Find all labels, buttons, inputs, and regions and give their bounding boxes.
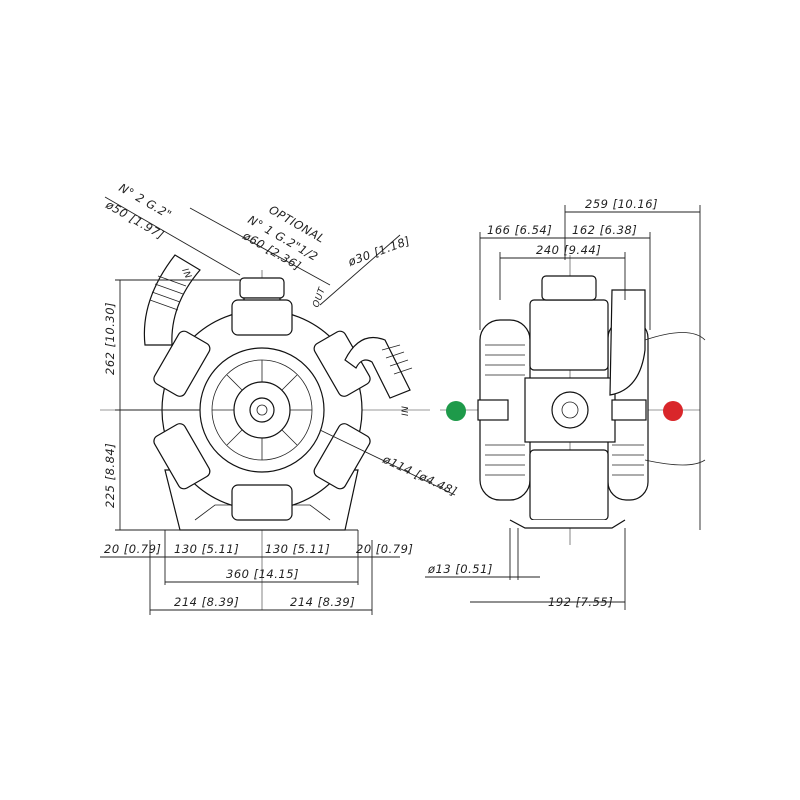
red-marker [663, 401, 683, 421]
foot-right-margin: 20 [0.79] [356, 542, 413, 556]
right-depth: 162 [6.38] [572, 223, 637, 237]
overall-right: 259 [10.16] [585, 197, 658, 211]
side-in-label: IN [401, 406, 411, 416]
half-width-right: 214 [8.39] [290, 595, 355, 609]
side-view-pump [440, 255, 706, 580]
half-width-left: 214 [8.39] [174, 595, 239, 609]
side-dimension-lines [425, 205, 701, 610]
cylinder-heads [153, 299, 371, 521]
foot-right-span: 130 [5.11] [265, 542, 330, 556]
foot-left-margin: 20 [0.79] [104, 542, 161, 556]
shaft-diameter: ø114 [ø4.48] [380, 452, 460, 499]
height-lower: 225 [8.84] [103, 443, 117, 508]
foot-depth: 192 [7.55] [548, 595, 613, 609]
foot-left-span: 130 [5.11] [174, 542, 239, 556]
front-view-pump [100, 254, 430, 610]
left-depth: 166 [6.54] [487, 223, 552, 237]
base-width: 360 [14.15] [226, 567, 299, 581]
body-width: 240 [9.44] [536, 243, 601, 257]
out-label: OUT [311, 285, 328, 309]
hole-diameter: ø13 [0.51] [427, 562, 493, 576]
green-marker [446, 401, 466, 421]
in-label: IN [179, 267, 192, 281]
outlet-diameter: ø30 [1.18] [345, 233, 412, 269]
front-dimension-lines [100, 196, 456, 615]
height-upper: 262 [10.30] [103, 302, 117, 375]
